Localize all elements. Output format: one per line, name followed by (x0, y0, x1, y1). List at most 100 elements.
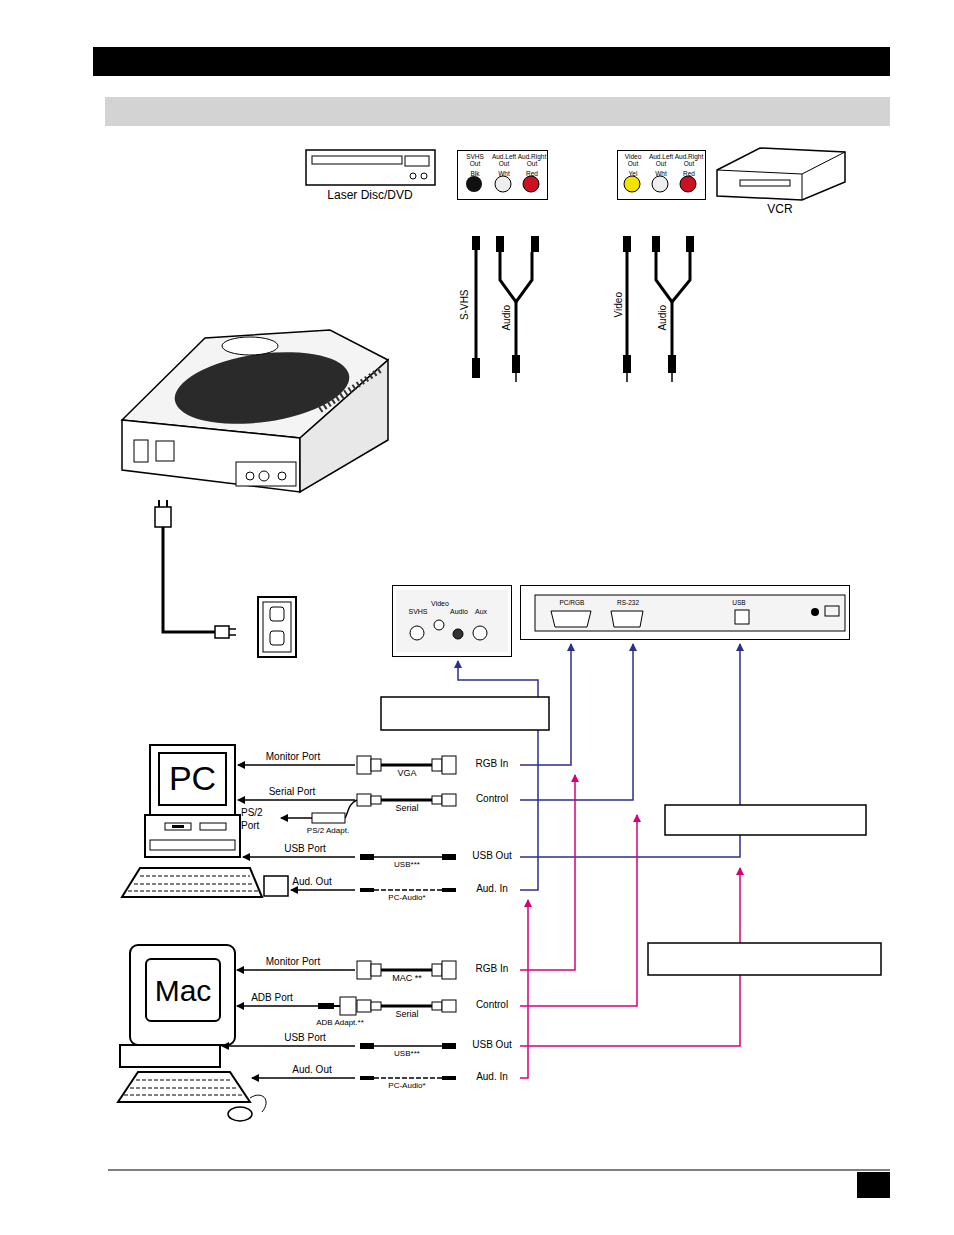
power-plug (158, 500, 160, 507)
empty-box (665, 805, 866, 835)
wall-plug (229, 634, 236, 636)
pc-keys (140, 876, 250, 877)
connector-panel: PC/RGBRS-232USB (520, 585, 850, 640)
connector-label: USB Port (273, 843, 337, 855)
cable-plug (496, 236, 504, 252)
cable-label: Audio (657, 293, 669, 343)
dvd-tray (312, 156, 402, 164)
cable-connector (432, 964, 442, 976)
connector-label: Serial (385, 803, 429, 813)
port-label: Video Out (619, 153, 647, 167)
port-label: Audio (446, 608, 472, 616)
port-label: Aud.Left Out (646, 153, 676, 167)
mouse-cord (250, 1095, 266, 1112)
projector-vents (320, 370, 380, 410)
cable-plug (442, 1076, 456, 1080)
footer-rule (108, 1170, 890, 1171)
audio-cable (671, 302, 674, 355)
cable-plug (442, 888, 456, 892)
pc-monitor (150, 745, 235, 815)
connector-label: PS/2 Adapt. (296, 826, 360, 835)
connector-label: Control (465, 999, 519, 1011)
connector-label: RGB In (465, 758, 519, 770)
cable-connector (432, 1002, 442, 1010)
mac-wire (520, 900, 528, 1078)
video-port (434, 620, 444, 630)
cable-connector (371, 964, 381, 976)
adb-plug (318, 1003, 334, 1009)
cable-connector (442, 794, 456, 806)
connector-label: PC-Audio* (380, 893, 434, 902)
cable-plug (623, 236, 631, 252)
arrow (252, 1077, 355, 1079)
video-cable (626, 252, 629, 355)
header-bar (93, 47, 890, 76)
usb-port (735, 610, 749, 624)
screen-label: Mac (155, 974, 212, 1007)
cable-plug (671, 373, 673, 382)
cable-plug (686, 236, 694, 252)
panel-inset (535, 595, 845, 631)
dvd-player (306, 150, 435, 185)
port-label: Video (427, 600, 453, 608)
cable-connector (371, 759, 381, 771)
cable-label: Video (613, 280, 625, 330)
projector-front (122, 420, 300, 492)
rgb-port (551, 611, 591, 627)
page-number-box (857, 1172, 890, 1198)
rca-jack (495, 176, 511, 192)
cable-connector (371, 1002, 381, 1010)
arrow (238, 799, 355, 801)
port-label: USB (724, 599, 754, 606)
adapter-cord (345, 800, 357, 818)
power-plug (155, 507, 171, 527)
section-bar (105, 97, 890, 126)
port-label: Aud.Right Out (517, 153, 547, 167)
connector-label: Aud. Out (280, 1064, 344, 1076)
mac-base (120, 1045, 220, 1067)
connector-label: USB*** (385, 1049, 429, 1058)
arrow (291, 889, 355, 891)
mac-keys (130, 1088, 238, 1089)
lock-slot (825, 606, 839, 616)
port-label: Aux (468, 608, 494, 616)
connector-label: USB Port (273, 1032, 337, 1044)
cable (381, 764, 432, 767)
cable-plug (360, 888, 374, 892)
mac-keys (124, 1095, 244, 1096)
connector-label: Laser Disc/DVD (320, 189, 420, 203)
lock (811, 608, 819, 616)
port-label: Aud.Left Out (489, 153, 519, 167)
empty-box (648, 943, 881, 975)
vcr-edge (802, 174, 803, 200)
cable (381, 1005, 432, 1008)
cable-plug (652, 236, 660, 252)
cable-plug (360, 1043, 374, 1049)
connector-label: Serial Port (257, 786, 327, 798)
power-plug (166, 500, 168, 507)
connector-label: PS/2 Port (241, 806, 269, 832)
adb-adapter (340, 997, 356, 1015)
arrow (238, 764, 355, 766)
jack-panel: Video OutAud.Left OutAud.Right OutYelWht… (617, 150, 706, 200)
cable-plug (626, 373, 628, 382)
cable-plug (360, 854, 374, 860)
pc-case (150, 840, 235, 850)
port-label: Wht (494, 170, 514, 177)
pc-keys (128, 891, 258, 892)
cable-connector (357, 961, 371, 979)
port-label: Red (522, 170, 542, 177)
projector-lens (222, 337, 278, 355)
cable (374, 889, 442, 891)
cable-plug (442, 1043, 456, 1049)
port-label: Yel (623, 170, 643, 177)
cable (374, 1045, 442, 1047)
connector-label: Control (465, 793, 519, 805)
connector-label: MAC ** (385, 973, 429, 983)
cable (381, 799, 432, 802)
port-label: Red (679, 170, 699, 177)
rca-jack (624, 176, 640, 192)
arrow (243, 856, 355, 858)
arrow (281, 817, 312, 819)
